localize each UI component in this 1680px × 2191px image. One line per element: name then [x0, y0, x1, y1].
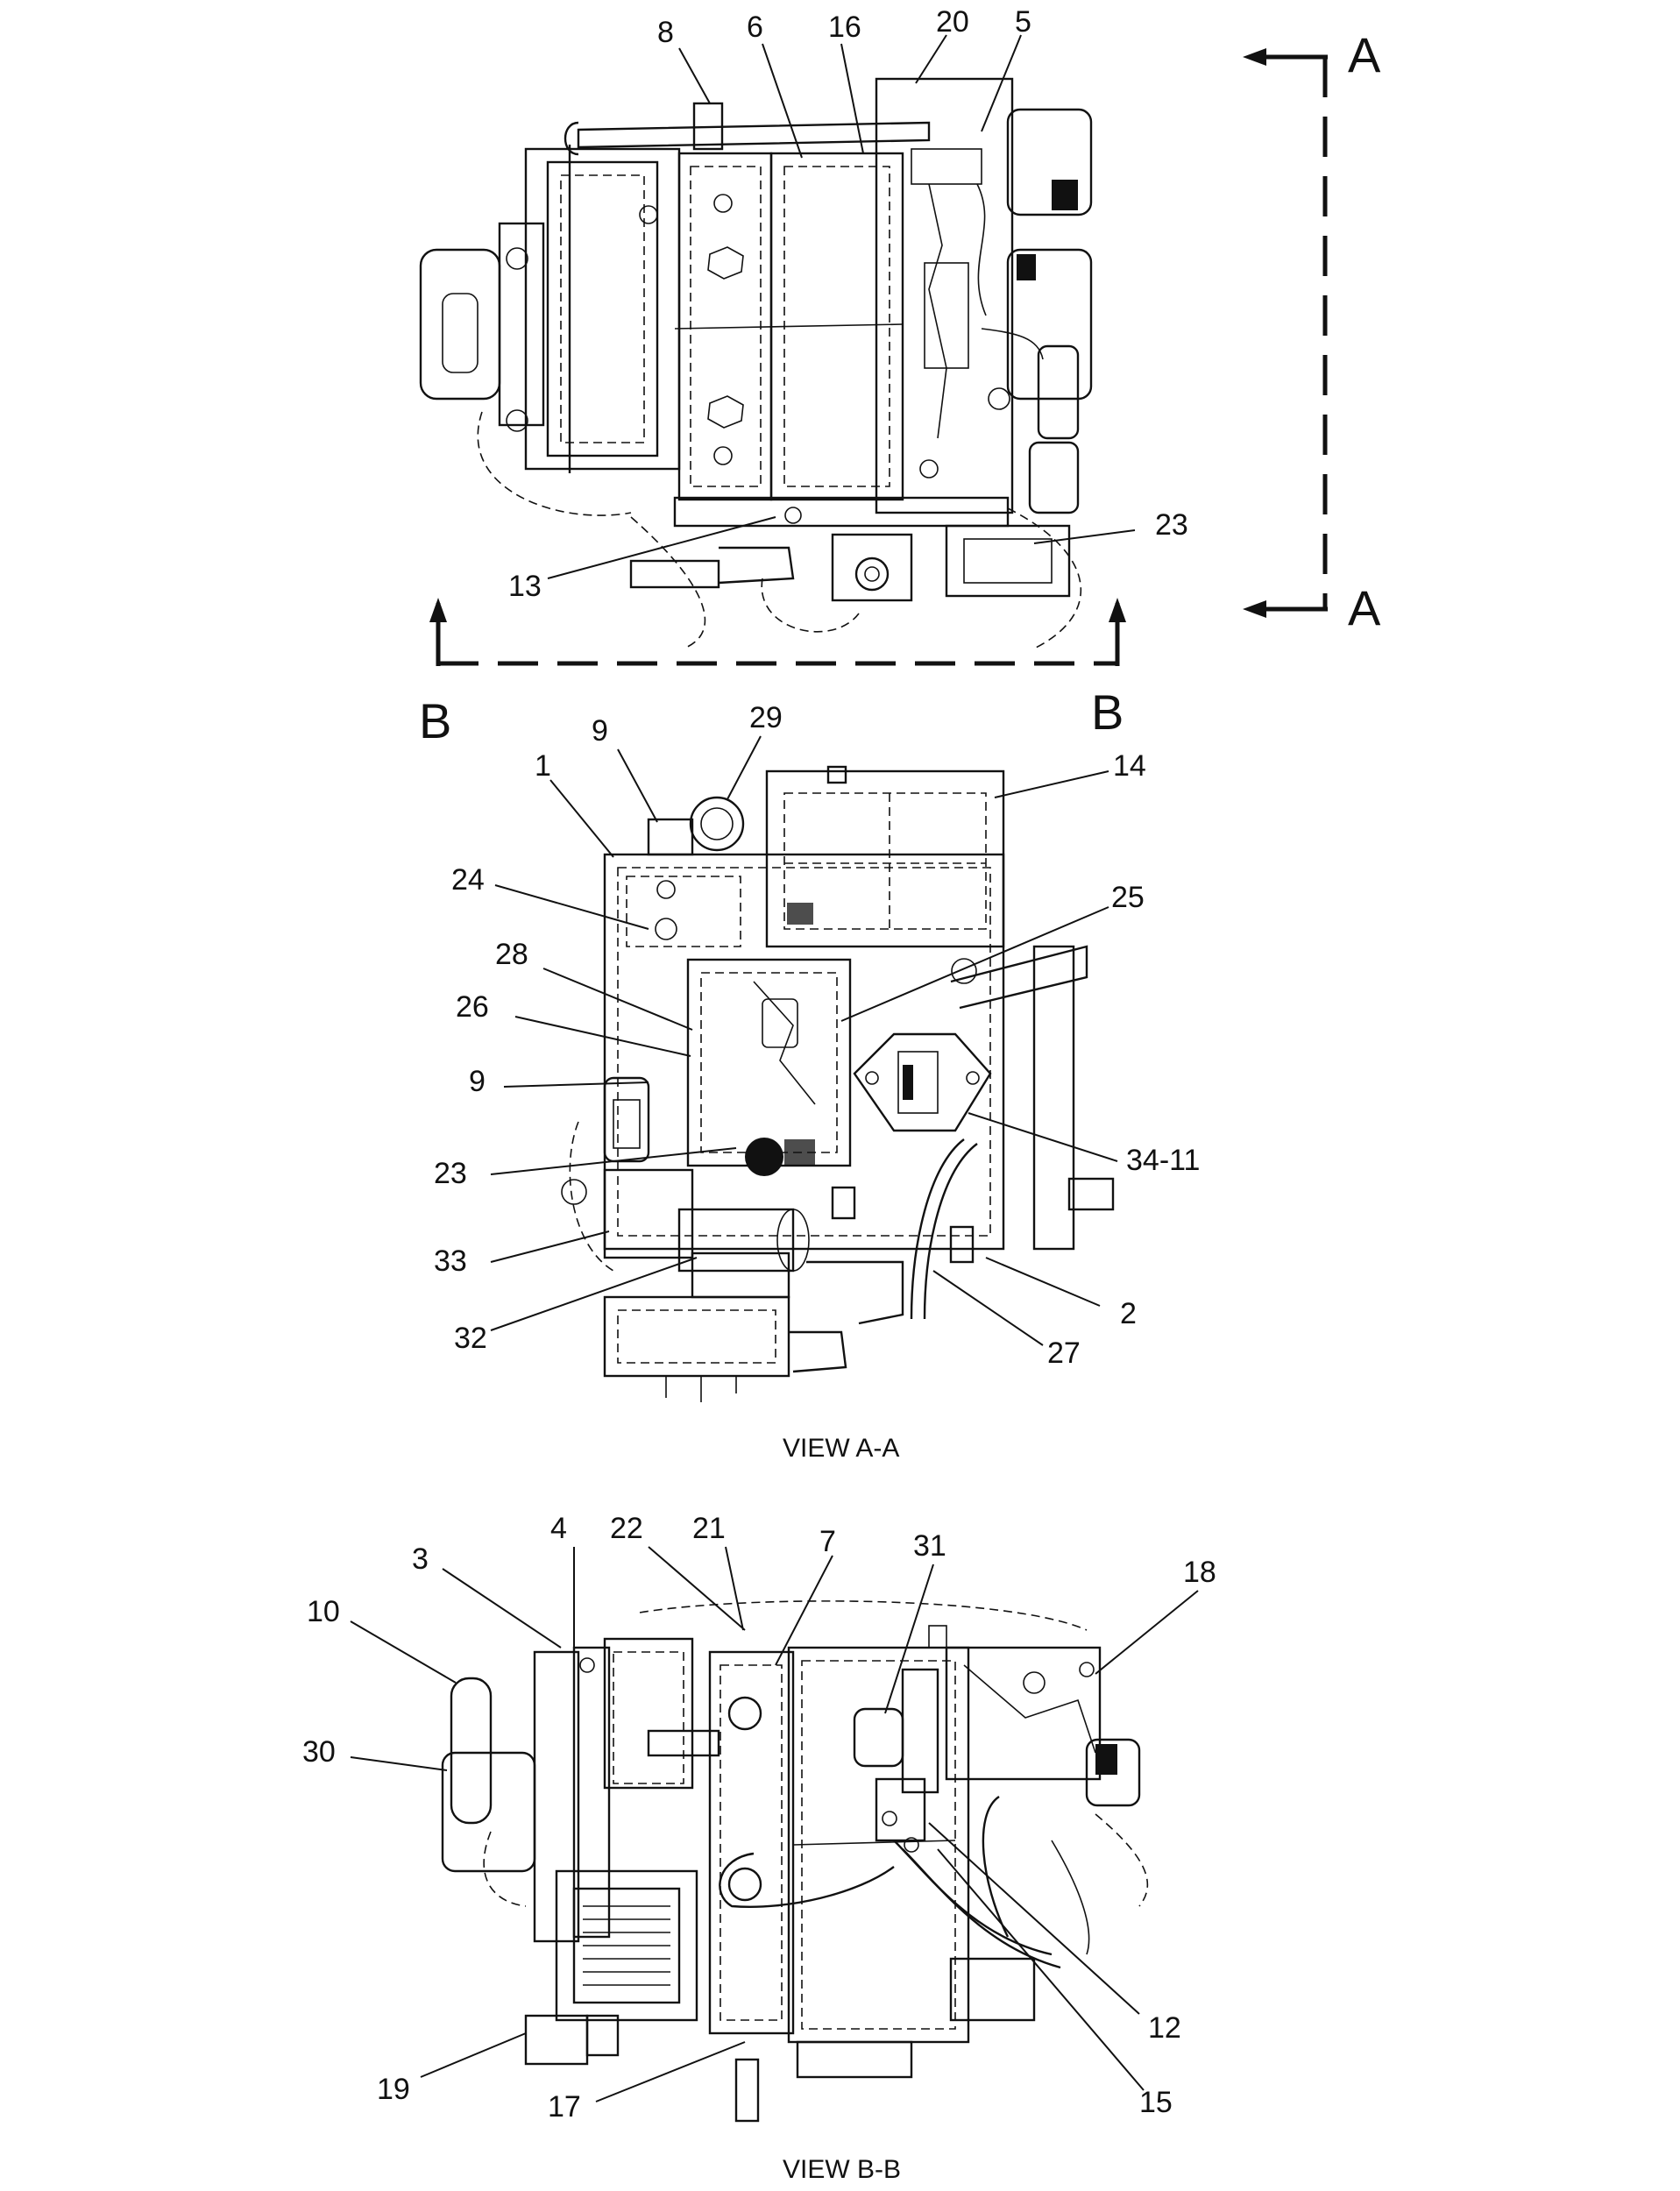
- callout-24: 24: [451, 863, 485, 897]
- view-a-leaders: [490, 735, 1118, 1346]
- callout-3: 3: [412, 1542, 429, 1576]
- callout-13: 13: [508, 570, 542, 603]
- view-b-drawing: [441, 1600, 1149, 2123]
- callout-8: 8: [657, 16, 674, 49]
- view-a-drawing: [561, 765, 1115, 1402]
- callout-31: 31: [913, 1529, 946, 1563]
- view-b-leaders: [350, 1546, 1199, 2102]
- callout-23-a: 23: [434, 1157, 467, 1190]
- callout-22: 22: [610, 1512, 643, 1545]
- callout-1: 1: [535, 749, 551, 783]
- section-marker-b-right: B: [1091, 684, 1124, 740]
- callout-7: 7: [819, 1525, 836, 1558]
- callout-16: 16: [828, 11, 861, 44]
- top-view-drawing: [419, 77, 1093, 649]
- callout-4: 4: [550, 1512, 567, 1545]
- callout-18: 18: [1183, 1556, 1216, 1589]
- callout-33: 33: [434, 1244, 467, 1278]
- callout-26: 26: [456, 990, 489, 1024]
- callout-6: 6: [747, 11, 763, 44]
- callout-21: 21: [692, 1512, 726, 1545]
- callout-19: 19: [377, 2073, 410, 2106]
- callout-17: 17: [548, 2090, 581, 2124]
- callout-23: 23: [1155, 508, 1188, 542]
- section-marker-a-bottom: A: [1348, 580, 1381, 635]
- callout-30: 30: [302, 1735, 336, 1769]
- callout-28: 28: [495, 938, 528, 971]
- callout-10: 10: [307, 1595, 340, 1628]
- top-view-leaders: [547, 34, 1136, 579]
- callout-32: 32: [454, 1322, 487, 1355]
- callout-12: 12: [1148, 2011, 1181, 2045]
- callout-9-a-top: 9: [592, 714, 608, 748]
- callout-5: 5: [1015, 5, 1031, 39]
- view-b-caption: VIEW B-B: [783, 2155, 901, 2184]
- section-marker-b-left: B: [419, 693, 451, 748]
- section-marker-a-top: A: [1348, 27, 1381, 82]
- section-line-b: [429, 598, 1126, 666]
- callout-25: 25: [1111, 881, 1145, 914]
- view-a-caption: VIEW A-A: [783, 1434, 899, 1463]
- callout-14: 14: [1113, 749, 1146, 783]
- callout-20: 20: [936, 5, 969, 39]
- callout-15: 15: [1139, 2086, 1173, 2119]
- callout-9-a-mid: 9: [469, 1065, 486, 1098]
- callout-34-11: 34-11: [1126, 1144, 1200, 1177]
- callout-27: 27: [1047, 1337, 1081, 1370]
- callout-2: 2: [1120, 1297, 1137, 1330]
- callout-29: 29: [749, 701, 783, 734]
- section-line-a: [1243, 48, 1328, 618]
